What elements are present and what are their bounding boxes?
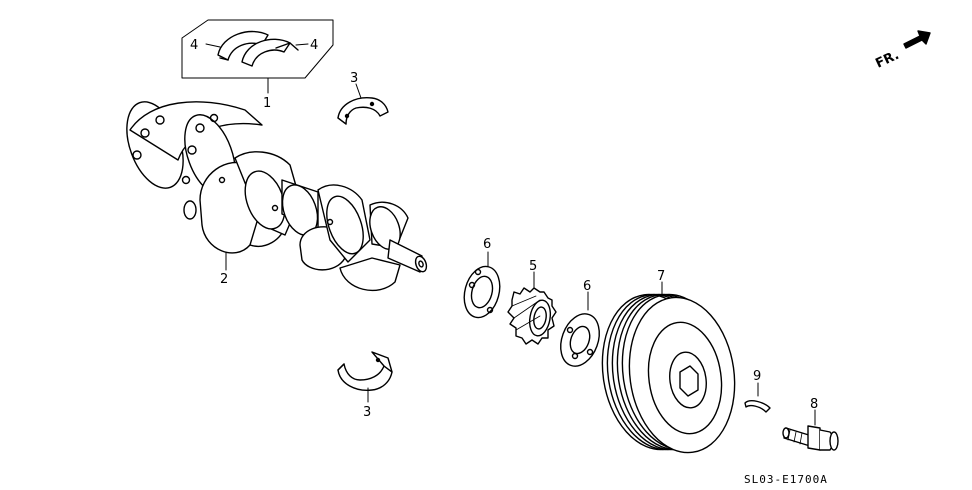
diagram-code: SL03-E1700A [744, 473, 828, 485]
crankshaft[interactable]: 2 [116, 94, 428, 292]
washer-left[interactable]: 6 [459, 237, 505, 322]
callout-timing-pulley: 5 [529, 259, 537, 274]
crankshaft-pulley[interactable]: 7 [593, 269, 745, 459]
timing-belt-pulley[interactable]: 5 [507, 259, 557, 345]
woodruff-key[interactable]: 9 [744, 369, 771, 413]
callout-key: 9 [753, 369, 761, 384]
callout-crankshaft: 2 [220, 272, 228, 287]
front-direction-indicator: FR. [873, 30, 931, 72]
callout-upper-bearing: 3 [350, 71, 358, 86]
thrust-washer-group: 4 4 1 [181, 19, 334, 111]
upper-main-bearing[interactable]: 3 [337, 71, 389, 125]
callout-bolt: 8 [810, 397, 818, 412]
callout-washer-left: 6 [483, 237, 491, 252]
callout-thrust-washer-left: 4 [190, 38, 198, 53]
callout-lower-bearing: 3 [363, 405, 371, 420]
callout-washer-right: 6 [583, 279, 591, 294]
direction-label: FR. [873, 48, 901, 72]
callout-bearing-set: 1 [263, 96, 271, 111]
callout-thrust-washer-right: 4 [310, 38, 318, 53]
front-arrow-icon [903, 30, 931, 49]
thrust-washer-right[interactable] [241, 38, 299, 67]
lower-main-bearing[interactable]: 3 [337, 351, 393, 420]
washer-right[interactable]: 6 [554, 279, 606, 372]
callout-crank-pulley: 7 [657, 269, 665, 284]
pulley-bolt[interactable]: 8 [782, 397, 839, 451]
